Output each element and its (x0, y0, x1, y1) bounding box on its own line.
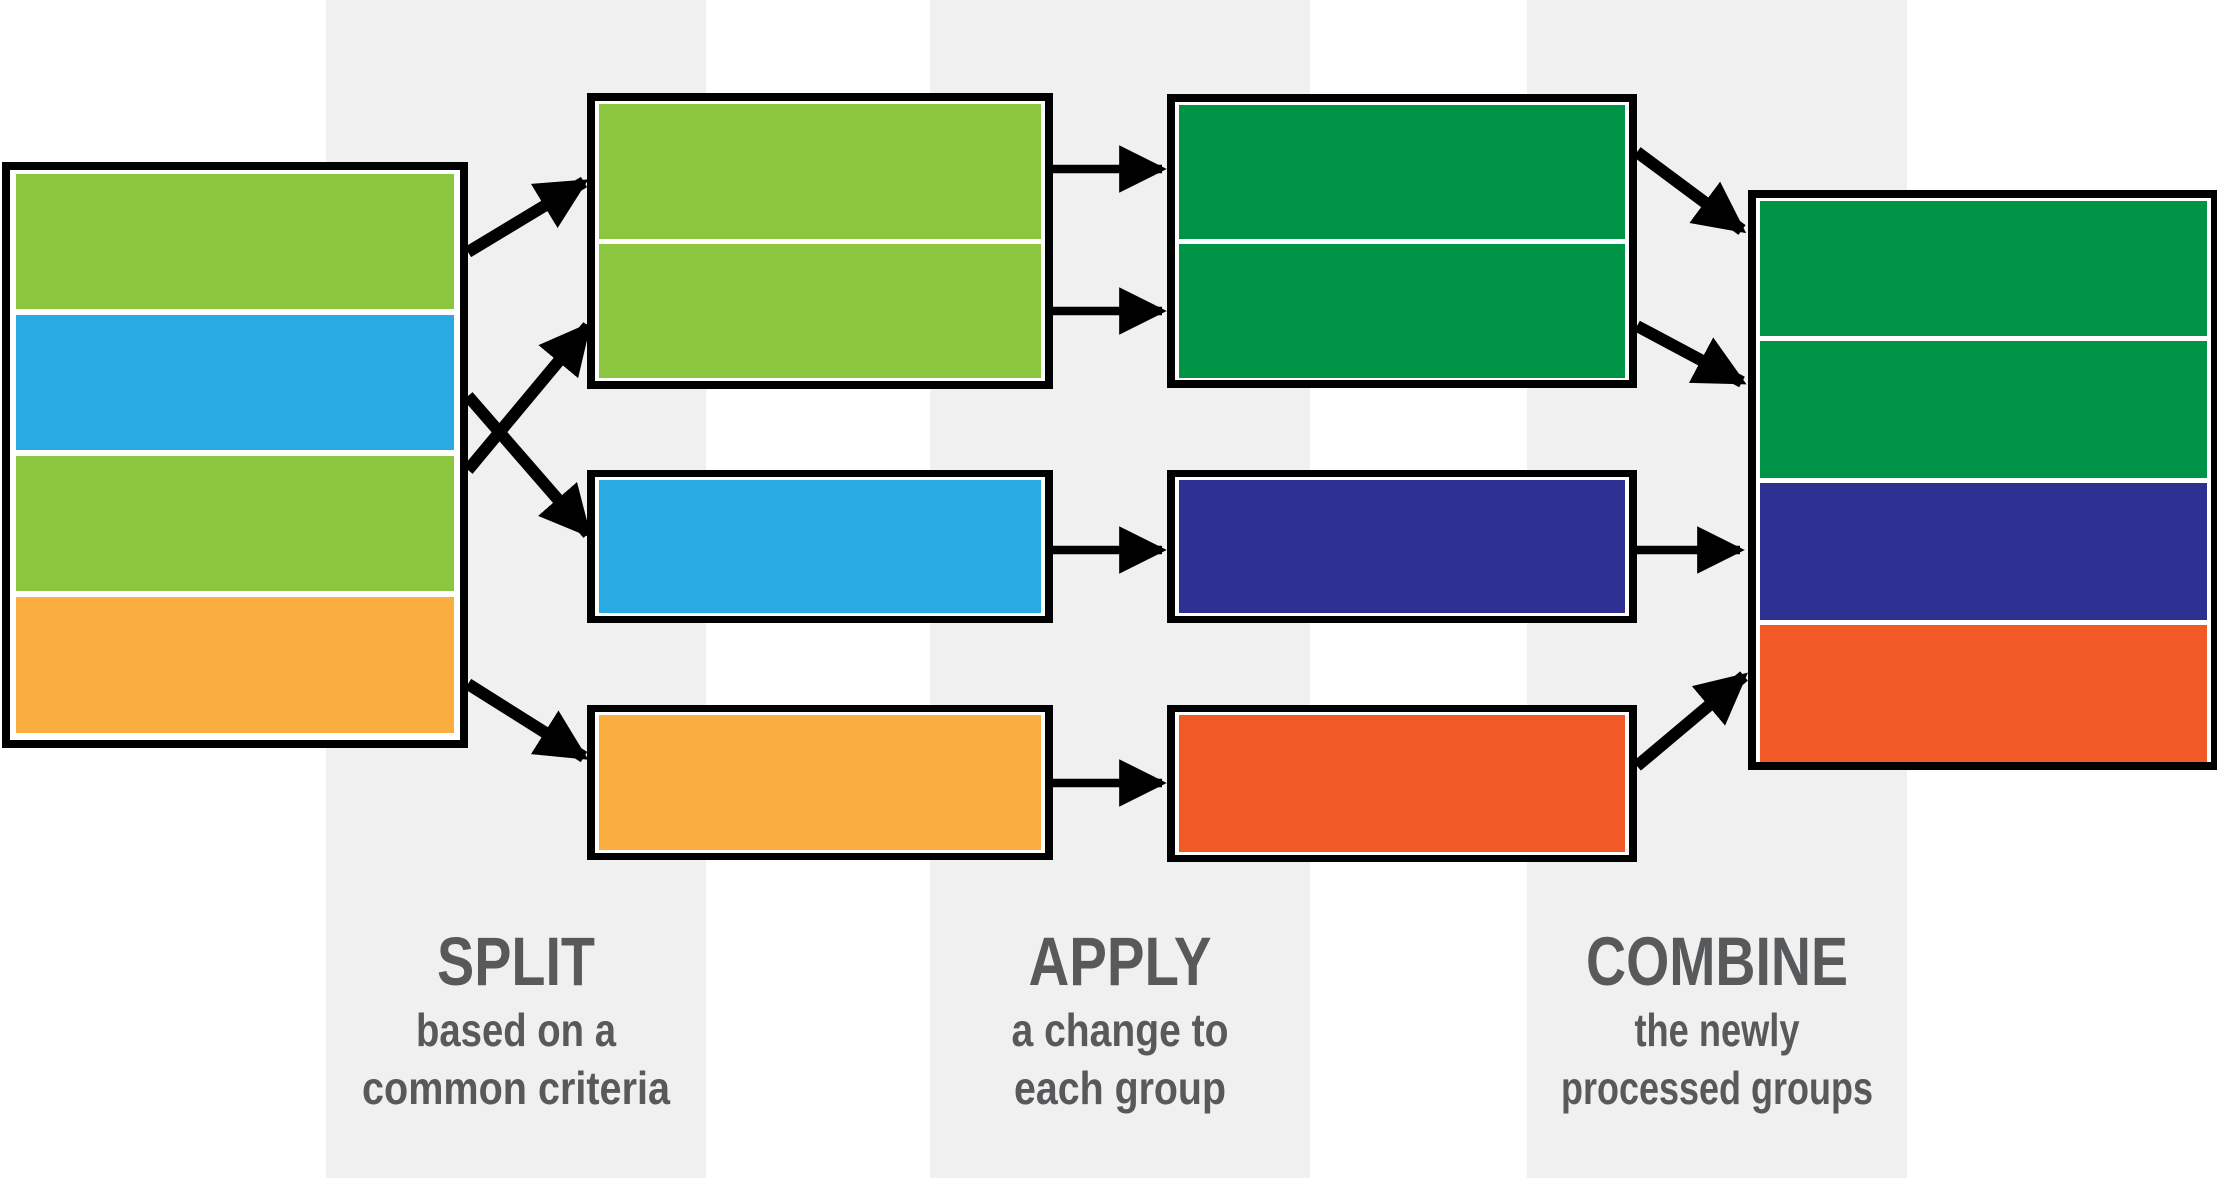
combine-heading: COMBINE (1586, 923, 1848, 1000)
source-row-green-2 (16, 456, 454, 591)
apply-darkgreen-row-2 (1179, 244, 1625, 378)
caption-combine: COMBINE the newly processed groups (1561, 923, 1873, 1114)
apply-subtitle-2: each group (1014, 1062, 1226, 1114)
source-table (2, 162, 468, 748)
source-row-blue (16, 315, 454, 450)
source-row-orange (16, 597, 454, 733)
caption-split: SPLIT based on a common criteria (362, 923, 670, 1114)
combine-row-darkgreen-2 (1760, 341, 2207, 478)
split-subtitle-2: common criteria (362, 1062, 670, 1114)
split-orange-row (599, 715, 1041, 850)
arrows-source-to-split (463, 176, 593, 763)
arrow-darkgreen-row2-to-combine (1634, 320, 1747, 388)
split-blue-row (599, 480, 1041, 613)
combine-row-darkgreen-1 (1760, 201, 2207, 336)
split-group-orange (587, 705, 1053, 860)
split-group-green (587, 93, 1053, 389)
split-green-row-2 (599, 244, 1041, 378)
combine-row-red (1760, 625, 2207, 762)
apply-group-navy (1167, 470, 1637, 623)
combine-subtitle-2: processed groups (1561, 1062, 1873, 1114)
caption-apply: APPLY a change to each group (1012, 923, 1229, 1114)
apply-group-darkgreen (1167, 94, 1637, 388)
arrow-source-to-green-row1 (464, 176, 589, 258)
arrow-source-to-orange-group (464, 678, 589, 763)
apply-heading: APPLY (1029, 923, 1212, 1000)
split-group-blue (587, 470, 1053, 623)
arrow-source-to-blue-group (463, 392, 593, 538)
combine-row-navy (1760, 483, 2207, 620)
arrows-apply-to-combine (1633, 147, 1748, 771)
combine-subtitle-1: the newly (1635, 1004, 1800, 1056)
arrow-darkgreen-row1-to-combine (1633, 147, 1747, 235)
split-subtitle-1: based on a (416, 1004, 616, 1056)
split-green-row-1 (599, 104, 1041, 239)
arrow-source-to-green-row2 (463, 322, 593, 474)
combine-table (1748, 190, 2217, 770)
apply-navy-row (1179, 480, 1625, 613)
apply-group-red (1167, 705, 1637, 862)
source-row-green-1 (16, 174, 454, 309)
split-heading: SPLIT (437, 923, 595, 1000)
arrow-red-to-combine (1633, 671, 1748, 771)
apply-darkgreen-row-1 (1179, 105, 1625, 239)
apply-red-row (1179, 715, 1625, 852)
arrows-split-to-apply (1053, 145, 1167, 807)
apply-subtitle-1: a change to (1012, 1004, 1229, 1056)
